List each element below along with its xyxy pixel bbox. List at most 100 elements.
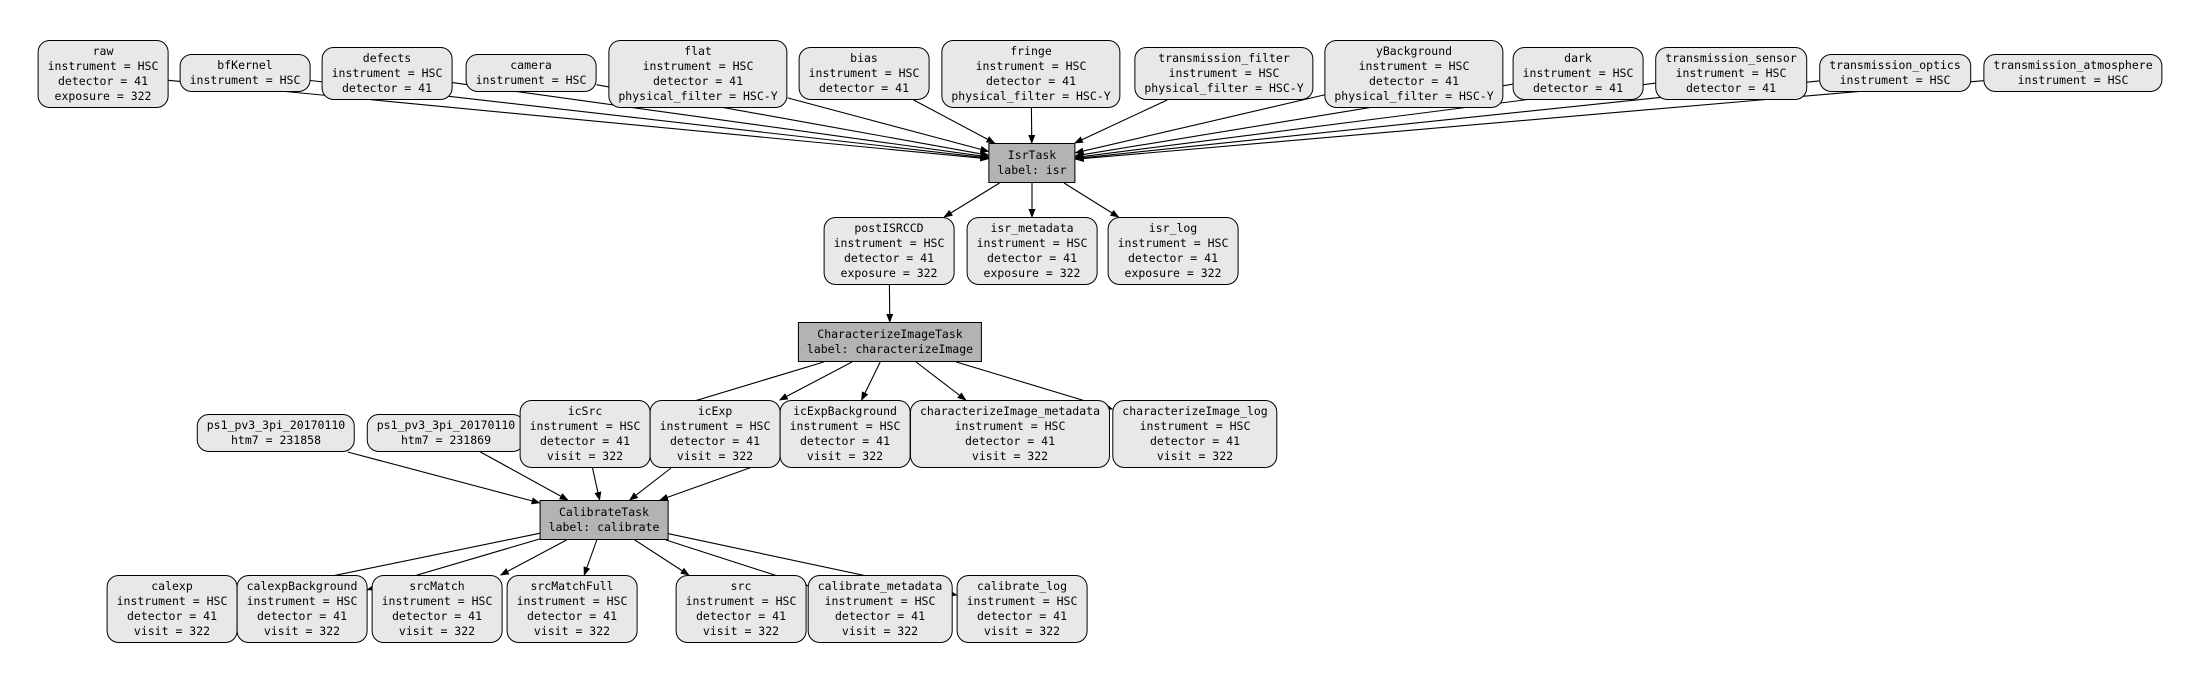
node-attr: instrument = HSC xyxy=(833,236,945,250)
node-attr: visit = 322 xyxy=(702,624,780,638)
node-title: isr_metadata xyxy=(990,221,1074,235)
edge-ps1_a-to-CalibrateTask xyxy=(347,451,541,505)
node-attr: visit = 322 xyxy=(263,624,341,638)
edge-CharacterizeImageTask-to-characterizeImage_metadata xyxy=(915,361,967,401)
node-attr: instrument = HSC xyxy=(1839,73,1951,87)
edge-CalibrateTask-to-src xyxy=(634,539,690,576)
node-title: transmission_filter xyxy=(1158,51,1290,65)
node-attr: instrument = HSC xyxy=(529,419,641,433)
node-attr: instrument = HSC xyxy=(1168,66,1280,80)
node-attr: instrument = HSC xyxy=(516,594,628,608)
node-attr: detector = 41 xyxy=(986,251,1077,265)
node-attr: detector = 41 xyxy=(539,434,630,448)
node-attr: detector = 41 xyxy=(1149,434,1240,448)
node-attr: label: characterizeImage xyxy=(806,342,974,356)
node-attr: instrument = HSC xyxy=(685,594,797,608)
node-attr: instrument = HSC xyxy=(1522,66,1634,80)
node-attr: htm7 = 231869 xyxy=(400,433,492,447)
node-title: isr_log xyxy=(1148,221,1198,235)
node-attr: detector = 41 xyxy=(818,81,909,95)
node-attr: instrument = HSC xyxy=(808,66,920,80)
node-attr: exposure = 322 xyxy=(1124,266,1222,280)
node-attr: detector = 41 xyxy=(834,609,925,623)
node-title: transmission_sensor xyxy=(1665,51,1797,65)
node-attr: label: calibrate xyxy=(548,520,660,534)
node-attr: detector = 41 xyxy=(695,609,786,623)
edge-IsrTask-to-isr_log xyxy=(1063,182,1120,218)
node-attr: instrument = HSC xyxy=(789,419,901,433)
node-title: postISRCCD xyxy=(854,221,924,235)
node-attr: label: isr xyxy=(997,163,1067,177)
node-attr: instrument = HSC xyxy=(116,594,228,608)
node-attr: instrument = HSC xyxy=(642,59,754,73)
node-title: icExp xyxy=(697,404,733,418)
node-attr: detector = 41 xyxy=(976,609,1067,623)
node-attr: detector = 41 xyxy=(1127,251,1218,265)
node-title: ps1_pv3_3pi_20170110 xyxy=(206,418,346,432)
node-attr: instrument = HSC xyxy=(381,594,493,608)
node-attr: instrument = HSC xyxy=(954,419,1066,433)
node-attr: detector = 41 xyxy=(669,434,760,448)
node-attr: detector = 41 xyxy=(57,74,148,88)
node-attr: detector = 41 xyxy=(126,609,217,623)
node-attr: visit = 322 xyxy=(841,624,919,638)
node-title: icExpBackground xyxy=(793,404,897,418)
node-attr: visit = 322 xyxy=(806,449,884,463)
node-attr: detector = 41 xyxy=(985,74,1076,88)
node-attr: instrument = HSC xyxy=(2017,73,2129,87)
node-attr: detector = 41 xyxy=(256,609,347,623)
node-title: calibrate_metadata xyxy=(817,579,943,593)
node-attr: physical_filter = HSC-Y xyxy=(618,89,778,103)
node-attr: detector = 41 xyxy=(526,609,617,623)
node-attr: instrument = HSC xyxy=(1139,419,1251,433)
edge-icExp-to-CalibrateTask xyxy=(629,467,672,501)
node-title: defects xyxy=(362,51,412,65)
node-title: transmission_optics xyxy=(1829,58,1961,72)
node-title: fringe xyxy=(1010,44,1052,58)
node-attr: exposure = 322 xyxy=(983,266,1081,280)
node-attr: physical_filter = HSC-Y xyxy=(951,89,1111,103)
node-title: CalibrateTask xyxy=(558,505,649,519)
node-title: ps1_pv3_3pi_20170110 xyxy=(376,418,516,432)
node-title: srcMatch xyxy=(409,579,465,593)
node-attr: visit = 322 xyxy=(983,624,1061,638)
node-title: dark xyxy=(1564,51,1592,65)
node-attr: detector = 41 xyxy=(843,251,934,265)
node-attr: visit = 322 xyxy=(398,624,476,638)
node-title: srcMatchFull xyxy=(530,579,614,593)
node-title: CharacterizeImageTask xyxy=(817,327,963,341)
node-attr: exposure = 322 xyxy=(840,266,938,280)
node-title: IsrTask xyxy=(1007,148,1057,162)
node-attr: instrument = HSC xyxy=(475,73,587,87)
node-title: bfKernel xyxy=(217,58,273,72)
node-attr: visit = 322 xyxy=(676,449,754,463)
node-attr: visit = 322 xyxy=(133,624,211,638)
node-attr: detector = 41 xyxy=(652,74,743,88)
node-title: icSrc xyxy=(567,404,603,418)
node-attr: detector = 41 xyxy=(799,434,890,448)
node-attr: instrument = HSC xyxy=(976,236,1088,250)
